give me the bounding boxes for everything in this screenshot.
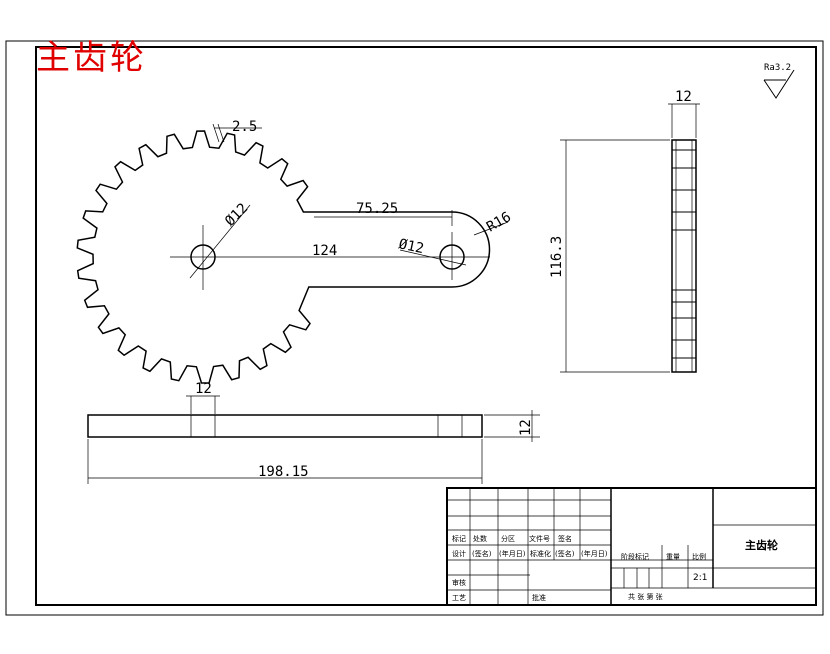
tb-sheets: 共 张 第 张 (628, 592, 663, 601)
dim-side-thickness: 12 (675, 89, 692, 105)
dim-bottom-height: 12 (518, 419, 534, 436)
tb-part-name: 主齿轮 (745, 538, 778, 552)
dim-arm-hole: Ø12 (397, 236, 425, 257)
tb-file-no: 文件号 (529, 534, 550, 543)
outer-border (5, 40, 824, 616)
dim-slot-length: 75.25 (356, 201, 398, 217)
tb-stage: 阶段标记 (621, 552, 649, 561)
tb-standard-sign: (签名) (555, 549, 575, 558)
tb-process: 工艺 (452, 594, 466, 602)
tb-standard: 标准化 (530, 549, 551, 558)
tb-weight: 重量 (666, 553, 680, 561)
tb-design: 设计 (452, 549, 466, 558)
tb-mark: 标记 (452, 534, 466, 543)
dim-bottom-length: 198.15 (258, 464, 309, 480)
drawing-title: 主齿轮 (36, 38, 147, 78)
tb-zone: 分区 (501, 534, 515, 543)
tb-design-date: (年月日) (499, 549, 526, 558)
tb-approve: 批准 (532, 593, 546, 602)
tb-standard-date: (年月日) (581, 549, 608, 558)
roughness-symbol: Ra3.2 (763, 63, 795, 99)
tb-design-sign: (签名) (472, 549, 492, 558)
dim-side-height: 116.3 (549, 236, 565, 278)
dim-bottom-hole-width: 12 (195, 381, 212, 397)
gear-outline (76, 130, 491, 384)
dim-gear-hole: Ø12 (222, 200, 251, 229)
tb-scale-value: 2:1 (693, 573, 707, 583)
inner-frame (35, 46, 817, 606)
dim-arm-radius: R16 (484, 209, 514, 236)
dim-tooth-height: 2.5 (232, 119, 257, 135)
tb-scale-label: 比例 (692, 552, 706, 561)
roughness-label: Ra3.2 (764, 63, 791, 73)
dim-center-distance: 124 (312, 243, 337, 259)
gear-front-view: 2.5 Ø12 75.25 Ø12 R16 124 (76, 119, 514, 384)
tb-sign: 签名 (558, 534, 572, 543)
gear-bottom-view: 12 12 198.15 (87, 381, 540, 484)
title-block: 标记 处数 分区 文件号 签名 设计 (签名) (年月日) 标准化 (签名) (… (446, 487, 817, 606)
tb-count: 处数 (473, 534, 487, 543)
gear-side-view: 12 116.3 (549, 89, 700, 373)
tb-review: 审核 (452, 578, 466, 587)
